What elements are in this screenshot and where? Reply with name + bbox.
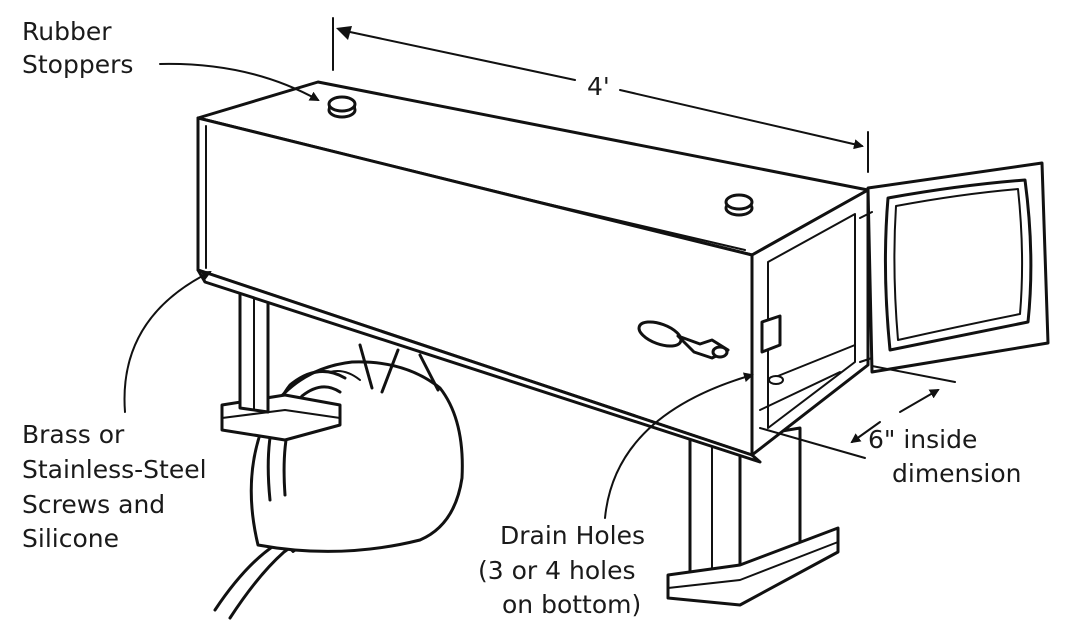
door-gasket: [883, 178, 1033, 352]
rubber-stopper-1: [327, 95, 357, 119]
screws-leader: [123, 271, 212, 413]
drain-hole: [768, 375, 784, 385]
width-dimension: [759, 365, 956, 459]
door-panel: [866, 161, 1050, 374]
door-latch: [637, 320, 730, 360]
rubber-stoppers-label: Rubber Stoppers: [22, 17, 133, 79]
drain-holes-label: Drain Holes (3 or 4 holes on bottom): [478, 521, 653, 619]
left-stand: [220, 288, 342, 442]
end-door: [859, 161, 1050, 374]
length-label: 4': [587, 72, 610, 101]
kettle-spout-tube: [358, 343, 440, 394]
drain-leader: [604, 372, 754, 519]
inside-dimension-label: 6" inside dimension: [868, 425, 1022, 488]
length-dimension: [332, 17, 869, 173]
box-open-end: [750, 188, 870, 457]
steam-box: [196, 80, 870, 464]
right-stand-foot: [666, 526, 840, 607]
kettle-body: [249, 360, 464, 553]
stoppers-leader: [159, 62, 320, 101]
screws-silicone-label: Brass or Stainless-Steel Screws and Sili…: [22, 420, 215, 553]
rubber-stopper-2: [724, 193, 754, 217]
right-stand: [666, 426, 840, 607]
